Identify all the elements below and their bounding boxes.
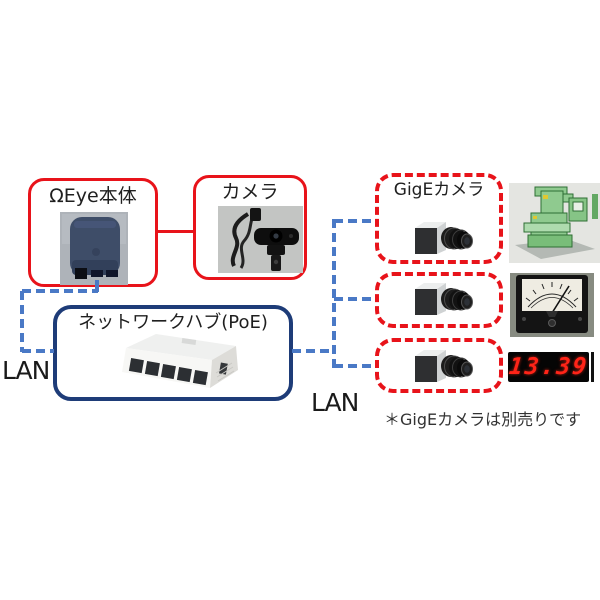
gige-camera-photo-3: [415, 350, 473, 382]
omega-eye-device-photo: [60, 212, 128, 285]
omega-to-camera-connector: [158, 230, 193, 233]
gige-camera-photo-2: [415, 283, 473, 315]
lan-label-left: LAN: [2, 356, 50, 385]
lan-branch-bottom: [334, 364, 376, 368]
lan-line-omega-horizontal: [22, 289, 98, 293]
lan-branch-top: [334, 219, 376, 223]
lan-label-right: LAN: [311, 388, 359, 417]
lan-line-into-hub: [22, 349, 54, 353]
footnote-text: ＊GigEカメラは別売りです: [384, 410, 582, 429]
lan-branch-middle: [334, 297, 376, 301]
gige-camera-photo-1: [415, 222, 473, 254]
hub-label: ネットワークハブ(PoE): [78, 312, 268, 333]
seven-segment-display-photo: 13.39: [508, 352, 589, 382]
cnc-machine-photo: [509, 183, 600, 263]
analog-meter-photo: [510, 273, 594, 337]
poe-hub-photo: [122, 334, 238, 388]
omega-lan-stub: [95, 280, 99, 292]
lan-line-hub-out: [292, 349, 334, 353]
seven-segment-value: 13.39: [507, 354, 590, 380]
omega-eye-label: ΩEye本体: [49, 185, 137, 207]
gige-camera-label: GigEカメラ: [393, 180, 485, 200]
camera-label: カメラ: [221, 181, 279, 203]
display-side-bar: [591, 352, 594, 382]
lan-line-right-vertical: [332, 219, 336, 368]
usb-webcam-photo: [218, 206, 303, 273]
lan-line-left-vertical: [20, 291, 24, 352]
